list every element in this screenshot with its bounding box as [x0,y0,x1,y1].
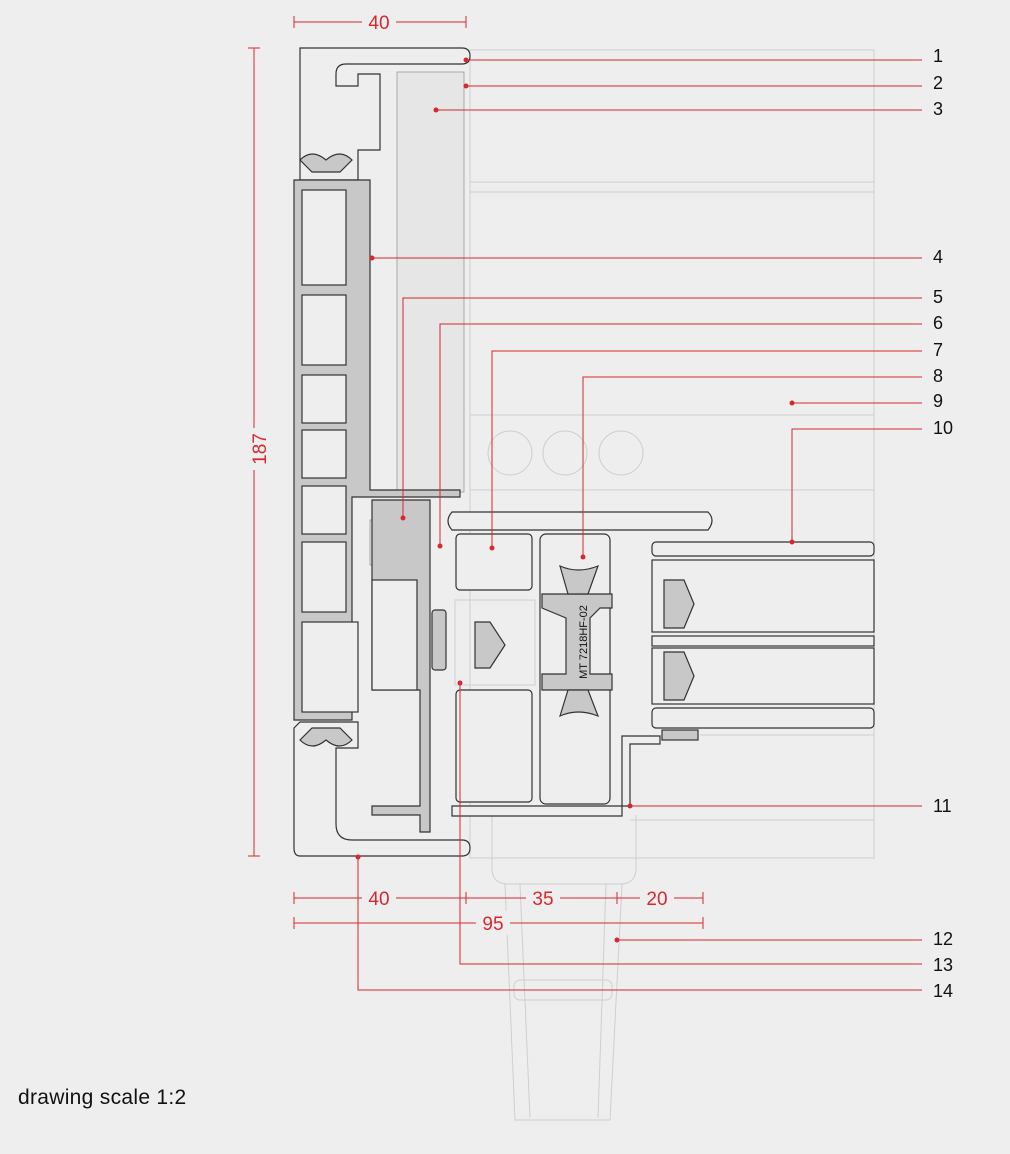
callout-1: 1 [933,46,943,66]
dimension-height: 187 [250,433,271,465]
profile-label: MT 7218HF-02 [578,605,590,679]
callout-4: 4 [933,247,943,267]
sash-profile: MT 7218HF-02 [371,499,713,833]
callout-2: 2 [933,73,943,93]
callout-leaders [355,57,922,991]
callout-13: 13 [933,955,953,975]
background-structure [469,49,875,1121]
callout-10: 10 [933,418,953,438]
callout-6: 6 [933,313,943,333]
callout-14: 14 [933,981,953,1001]
callout-5: 5 [933,287,943,307]
dimension-bottom-total: 95 [482,914,503,935]
dimension-bottom-b: 35 [532,889,553,910]
callout-12: 12 [933,929,953,949]
callout-9: 9 [933,391,943,411]
callout-numbers: 1 2 3 4 5 6 7 8 9 10 11 12 13 14 [933,46,953,1001]
dimension-lines [242,10,704,935]
callout-7: 7 [933,340,943,360]
frame-profile [293,47,471,857]
dimension-bottom-c: 20 [646,889,667,910]
callout-3: 3 [933,99,943,119]
dimension-top-width: 40 [368,13,389,34]
dimension-bottom-a: 40 [368,889,389,910]
callout-8: 8 [933,366,943,386]
callout-11: 11 [933,796,952,816]
glazing-unit [651,541,875,741]
drawing-scale: drawing scale 1:2 [18,1086,187,1109]
